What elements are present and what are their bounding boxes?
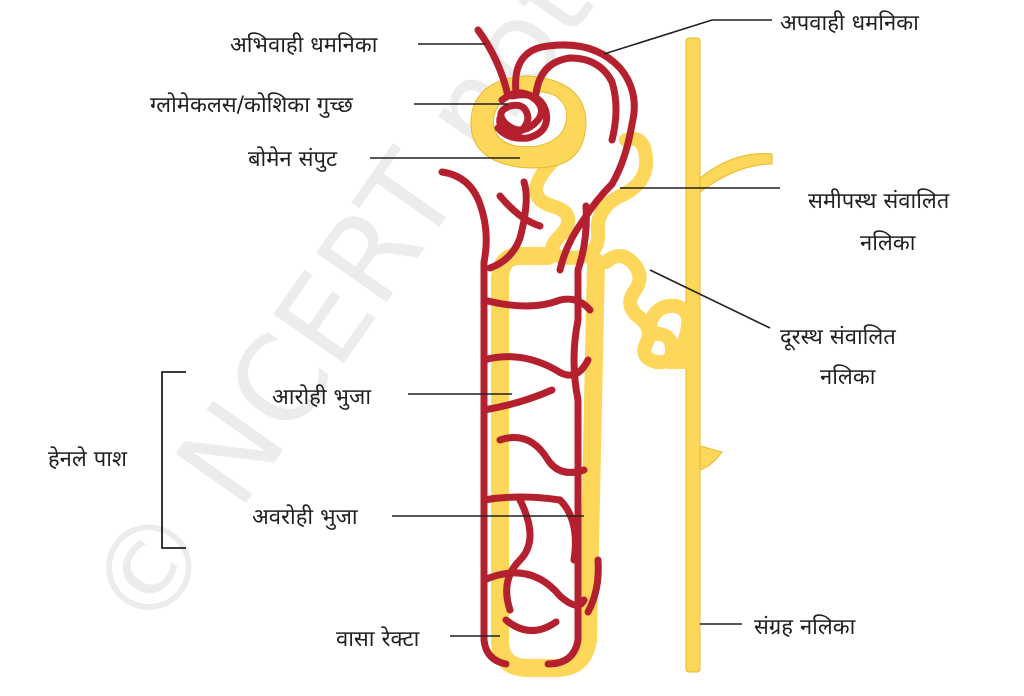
label-ascending-limb: आरोही भुजा	[272, 384, 512, 410]
svg-text:वासा रेक्टा: वासा रेक्टा	[336, 626, 420, 652]
svg-text:नलिका: नलिका	[820, 364, 876, 390]
label-proximal-convoluted-tubule: समीपस्थ संवालित नलिका	[620, 187, 950, 256]
distal-convoluted-tubule	[599, 249, 696, 370]
svg-text:अभिवाही धमनिका: अभिवाही धमनिका	[230, 32, 378, 58]
svg-text:समीपस्थ संवालित: समीपस्थ संवालित	[808, 188, 950, 214]
label-efferent-arteriole: अपवाही धमनिका	[603, 10, 919, 55]
label-vasa-recta: वासा रेक्टा	[336, 626, 500, 652]
proximal-convoluted-tubule	[529, 131, 654, 265]
label-henle-loop: हेनले पाश	[48, 371, 186, 549]
svg-text:संग्रह नलिका: संग्रह नलिका	[754, 614, 856, 640]
label-glomerulus: ग्लोमेकलस/कोशिका गुच्छ	[150, 92, 508, 118]
label-descending-limb: अवरोही भुजा	[252, 504, 584, 530]
svg-text:अवरोही भुजा: अवरोही भुजा	[252, 504, 358, 530]
svg-text:बोमेन संपुट: बोमेन संपुट	[248, 146, 338, 172]
henle-bracket	[161, 371, 186, 549]
svg-text:ग्लोमेकलस/कोशिका गुच्छ: ग्लोमेकलस/कोशिका गुच्छ	[150, 92, 353, 118]
svg-text:नलिका: नलिका	[860, 230, 916, 256]
label-collecting-duct: संग्रह नलिका	[700, 614, 856, 640]
label-afferent-arteriole: अभिवाही धमनिका	[230, 32, 486, 58]
vasa-recta-network	[438, 26, 638, 668]
collecting-duct	[685, 37, 773, 673]
svg-text:अपवाही धमनिका: अपवाही धमनिका	[780, 10, 919, 36]
svg-text:हेनले पाश: हेनले पाश	[48, 446, 128, 472]
svg-text:दूरस्थ संवालित: दूरस्थ संवालित	[780, 324, 896, 351]
svg-text:आरोही भुजा: आरोही भुजा	[272, 384, 371, 410]
label-bowman-capsule: बोमेन संपुट	[248, 146, 520, 172]
label-distal-convoluted-tubule: दूरस्थ संवालित नलिका	[649, 269, 896, 390]
